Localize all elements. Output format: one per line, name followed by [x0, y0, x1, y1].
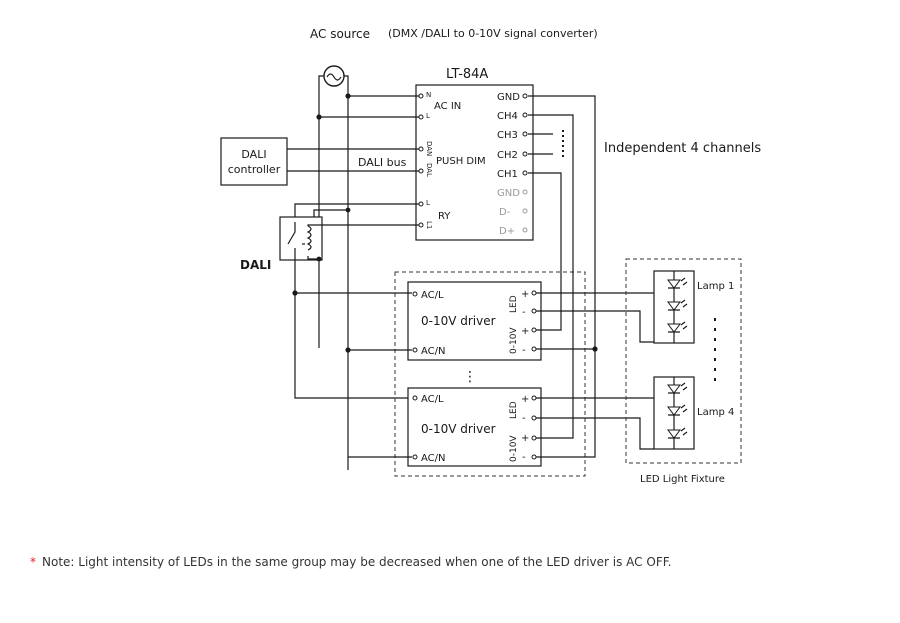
driver-2-dim-plus: +	[521, 433, 529, 444]
led-diode-icon	[667, 382, 688, 394]
note: * Note: Light intensity of LEDs in the sa…	[30, 555, 672, 569]
driver-2-led-plus: +	[521, 394, 529, 405]
pin-dal-label: DAL	[425, 163, 433, 177]
driver-group-boundary	[394, 271, 586, 477]
fixture-label: LED Light Fixture	[640, 474, 725, 485]
led-diode-icon	[667, 427, 688, 439]
dali-controller-line2: controller	[228, 163, 281, 176]
led-diode-icon	[667, 404, 688, 416]
driver-2-dim-label: 0-10V	[509, 435, 519, 462]
driver-1-led-plus: +	[521, 289, 529, 300]
driver-1-led-minus: -	[522, 307, 526, 318]
ac-source-lead-right	[344, 75, 349, 470]
driver-2-dim-minus: -	[522, 452, 526, 463]
relay-wire-top	[294, 203, 419, 217]
wire-led1-minus	[536, 310, 654, 343]
converter-model-label: LT-84A	[446, 67, 488, 82]
driver-2-acn-label: AC/N	[421, 453, 446, 464]
ac-source-label: AC source	[310, 27, 370, 41]
relay-switch-icon	[287, 222, 312, 256]
driver-1-dim-minus: -	[522, 345, 526, 356]
ac-in-label: AC IN	[434, 101, 461, 112]
pin-dan-label: DAN	[425, 141, 433, 156]
pin-gnd-label: GND	[497, 92, 520, 103]
driver-1-dim-plus: +	[521, 326, 529, 337]
led-diode-icon	[667, 277, 688, 289]
driver-2-name: 0-10V driver	[421, 422, 496, 436]
dali-bus-label: DALI bus	[358, 156, 407, 169]
pin-ch3-label: CH3	[497, 130, 518, 141]
driver-1-box	[407, 281, 542, 361]
driver-1-acl-label: AC/L	[421, 290, 444, 301]
driver-2-acl-label: AC/L	[421, 394, 444, 405]
pin-gnd2-label: GND	[497, 188, 520, 199]
pin-dplus-label: D+	[499, 226, 515, 237]
driver-1-acn-label: AC/N	[421, 346, 446, 357]
relay-switched-line	[294, 256, 412, 399]
pin-ch2-label: CH2	[497, 150, 518, 161]
lamp-1-label: Lamp 1	[697, 281, 734, 292]
dali-controller-line1: DALI	[241, 148, 266, 161]
converter-right-pins: GND CH4 CH3 CH2 CH1 GND D- D+	[497, 92, 528, 237]
led-diode-icon	[667, 321, 688, 333]
driver-1-name: 0-10V driver	[421, 314, 496, 328]
wire-dim-minus-2	[536, 349, 596, 458]
pin-dminus-label: D-	[499, 207, 511, 218]
lt-84a-converter	[415, 84, 534, 241]
wire-gnd-bus	[528, 95, 596, 349]
driver-2-led-label: LED	[509, 401, 519, 419]
relay-coil-return	[307, 256, 319, 260]
converter-subtitle: (DMX /DALI to 0-10V signal converter)	[388, 27, 598, 40]
note-star-icon: *	[30, 555, 36, 569]
relay-neutral	[313, 209, 348, 217]
pin-l1-label: L1	[425, 221, 433, 229]
relay-wire-l1	[307, 224, 419, 226]
dali-controller-box	[220, 137, 288, 186]
wire-led2-minus	[536, 417, 654, 450]
relay-box	[279, 216, 323, 261]
channels-label: Independent 4 channels	[604, 141, 761, 156]
led-fixture-boundary	[625, 258, 742, 464]
lamp-4-label: Lamp 4	[697, 407, 734, 418]
dali-label: DALI	[240, 258, 271, 272]
pin-n-label: N	[426, 91, 431, 99]
driver-2-led-minus: -	[522, 413, 526, 424]
driver-2-box	[407, 387, 542, 467]
push-dim-label: PUSH DIM	[436, 156, 486, 167]
pin-ch1-label: CH1	[497, 169, 518, 180]
wire-ch4	[528, 114, 574, 439]
ry-label: RY	[438, 211, 451, 222]
driver-1-dim-label: 0-10V	[509, 327, 519, 354]
pin-ch4-label: CH4	[497, 111, 518, 122]
ac-source-symbol-icon	[323, 65, 345, 87]
driver-1-led-label: LED	[509, 295, 519, 313]
wire-ch1	[528, 172, 562, 331]
pin-l-label: L	[426, 112, 430, 120]
drivers-ellipsis: ⋮	[463, 369, 477, 385]
led-diode-icon	[667, 299, 688, 311]
note-text: Note: Light intensity of LEDs in the sam…	[42, 555, 672, 569]
pin-ry-l-label: L	[426, 199, 430, 207]
